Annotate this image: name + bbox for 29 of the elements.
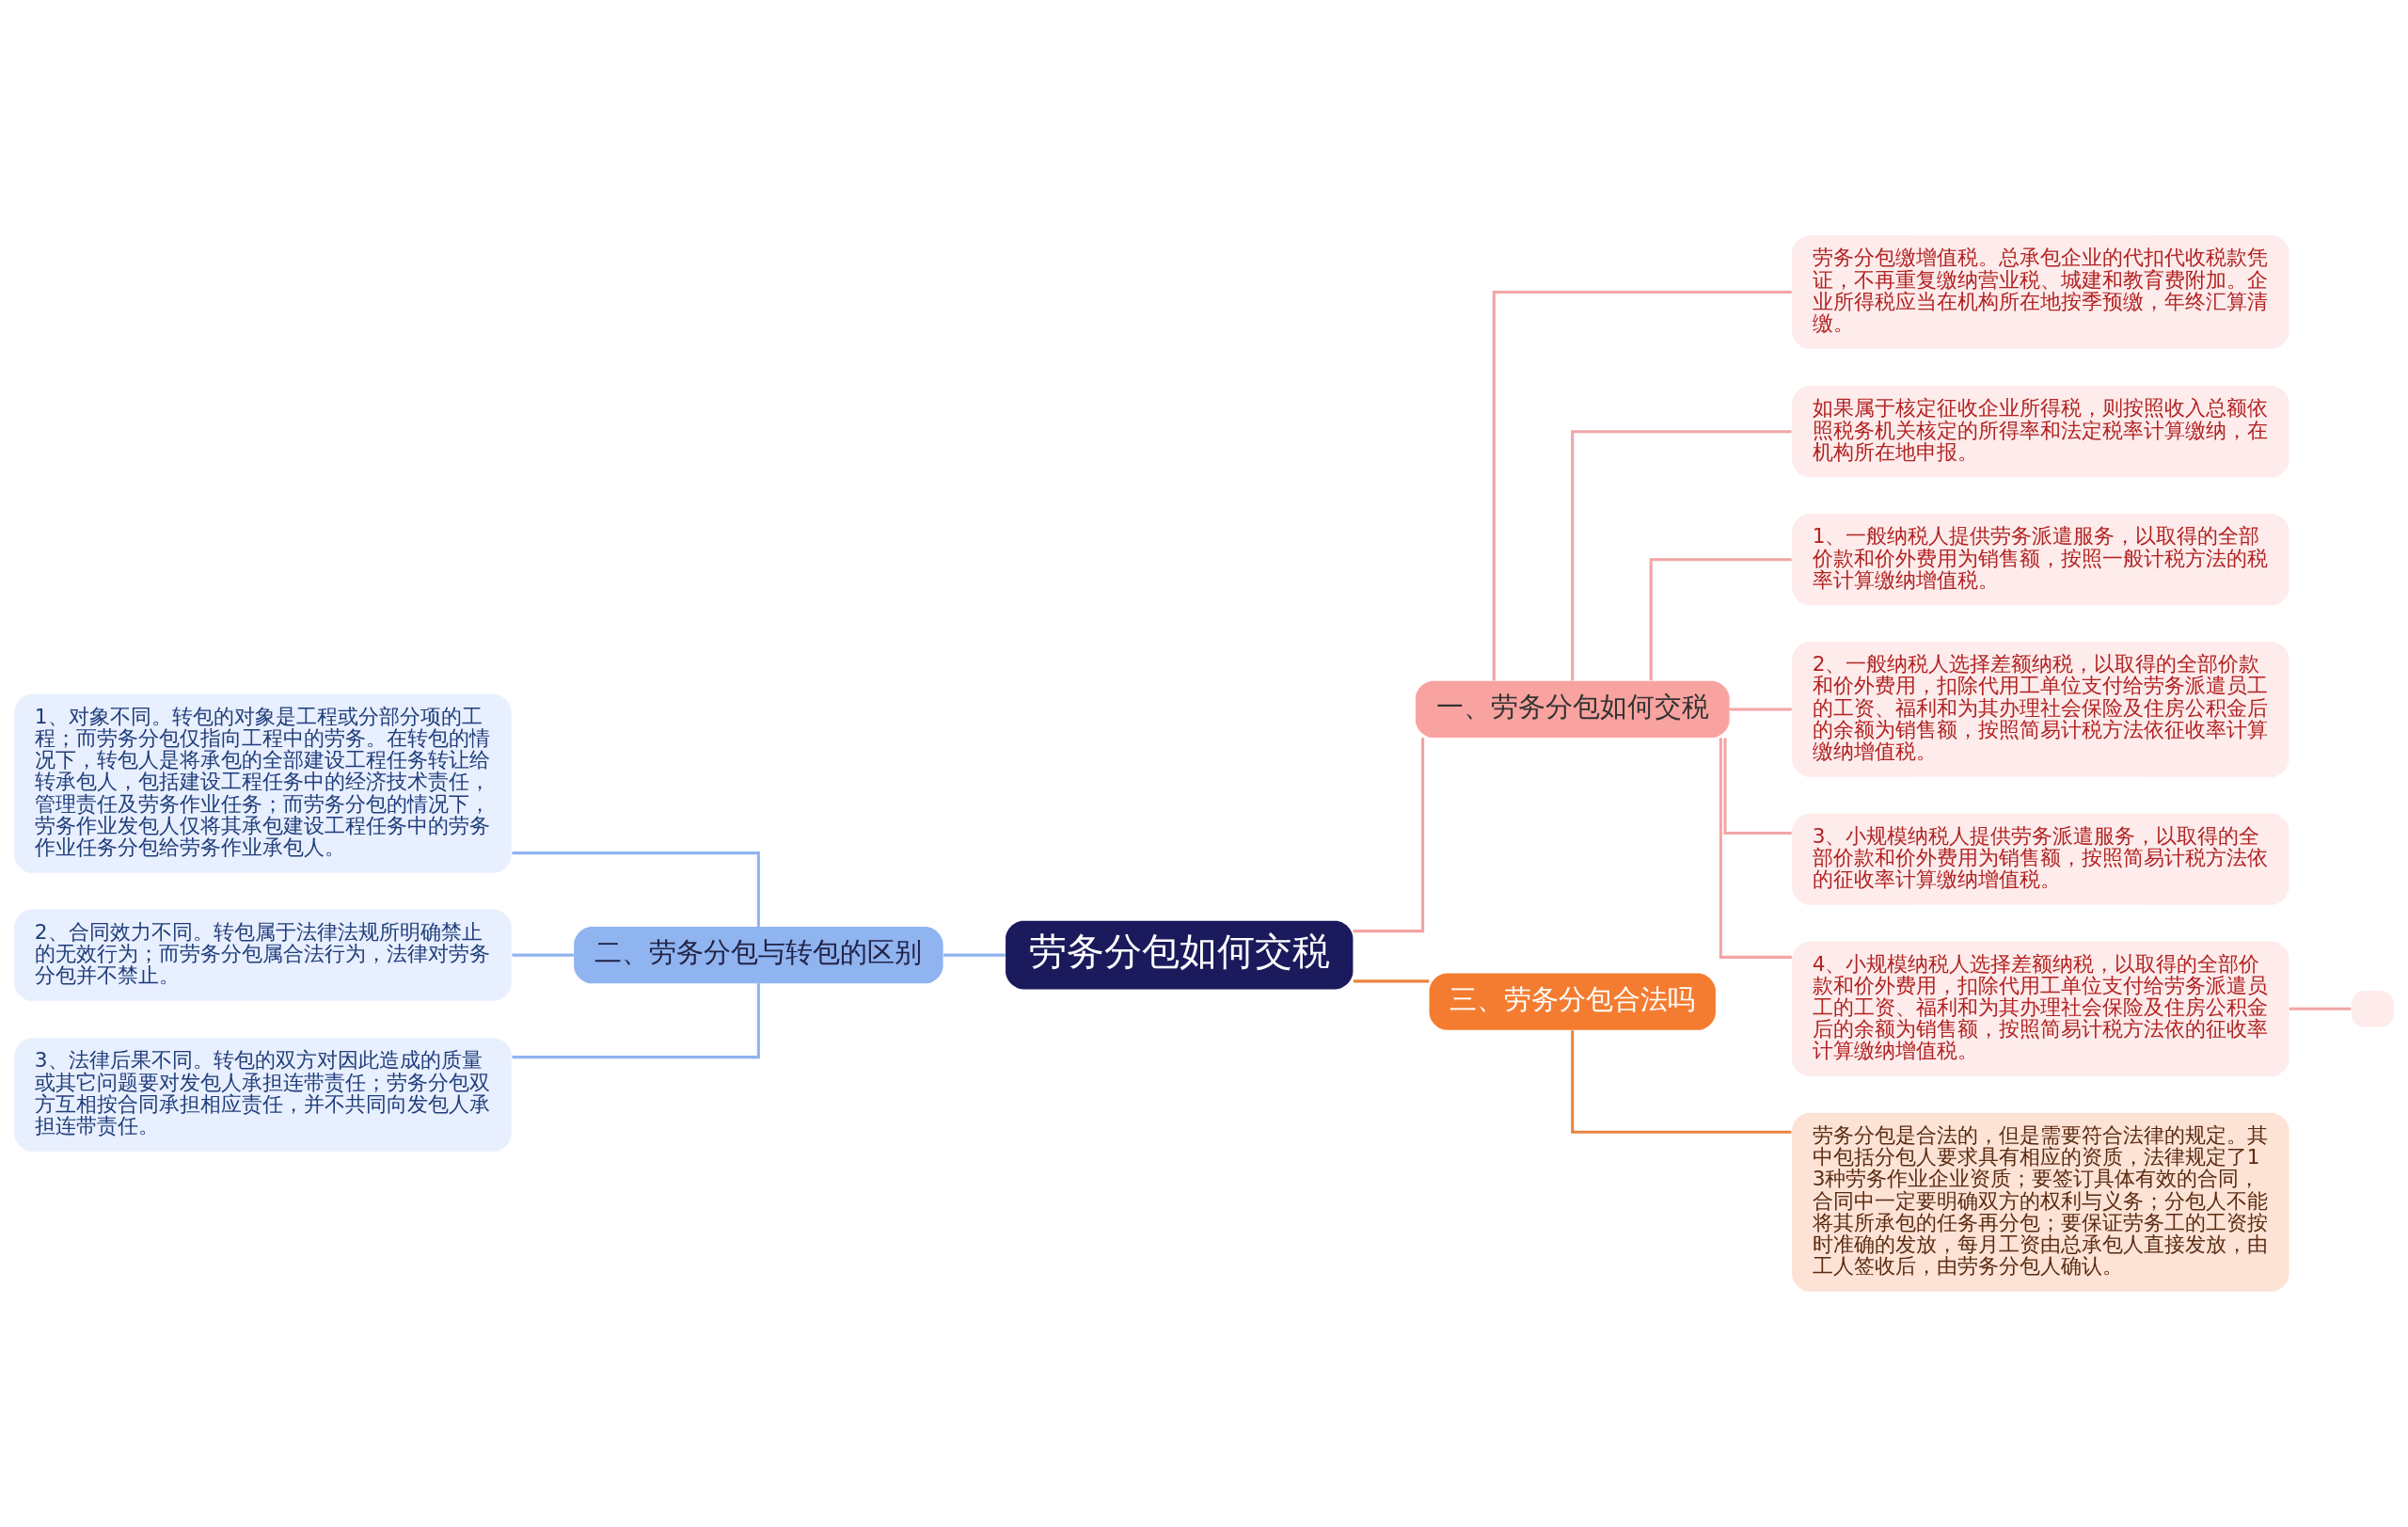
node-box: 2、一般纳税人选择差额纳税，以取得的全部价款和价外费用，扣除代用工单位支付给劳务派遣员工的工资、福利和为其办理社会保险及住房公积金后的余额为销售额，按照简易计税方法依征收率计算缴纳增值税。 — [1792, 642, 2289, 777]
node-box: 二、劳务分包与转包的区别 — [574, 926, 943, 984]
node-box: 3、法律后果不同。转包的双方对因此造成的质量或其它问题要对发包人承担连带责任；劳务分包双方互相按合同承担相应责任，并不共同向发包人承担连带责任。 — [14, 1038, 512, 1152]
connector — [512, 953, 574, 957]
connector — [1723, 738, 1792, 835]
connector — [1353, 979, 1430, 983]
node-box: 劳务分包如何交税 — [1006, 920, 1354, 990]
connector — [1729, 708, 1792, 711]
node-box: 如果属于核定征收企业所得税，则按照收入总额依照税务机关核定的所得率和法定税率计算缴纳，在机构所在地申报。 — [1792, 386, 2289, 478]
connector — [1719, 738, 1792, 959]
connector — [943, 953, 1006, 957]
connector — [1649, 558, 1792, 681]
node-box: 三、劳务分包合法吗 — [1429, 973, 1716, 1030]
connector — [512, 851, 760, 927]
node-box: 劳务分包缴增值税。总承包企业的代扣代收税款凭证，不再重复缴纳营业税、城建和教育费附加。企业所得税应当在机构所在地按季预缴，年终汇算清缴。 — [1792, 235, 2289, 349]
connector — [1492, 290, 1792, 681]
node-box: 一、劳务分包如何交税 — [1415, 680, 1730, 739]
node-box: 劳务分包是合法的，但是需要符合法律的规定。其中包括分包人要求具有相应的资质，法律规定了13种劳务作业企业资质；要签订具体有效的合同，合同中一定要明确双方的权利与义务；分包人不能将其所承包的任务再分包；要保证劳务工的工资按时准确的发放，每月工资由总承包人直接发放，由工人签收后，由劳务分包人确认。 — [1792, 1112, 2289, 1292]
connector — [2289, 1007, 2352, 1010]
node-box: 1、对象不同。转包的对象是工程或分部分项的工程；而劳务分包仅指向工程中的劳务。在转包的情况下，转包人是将承包的全部建设工程任务转让给转承包人，包括建设工程任务中的经济技术责任，管理责任及劳务作业任务；而劳务分包的情况下，劳务作业发包人仅将其承包建设工程任务中的劳务作业任务分包给劳务作业承包人。 — [14, 693, 512, 873]
connector — [512, 983, 760, 1059]
connector — [1571, 430, 1792, 681]
node-box: 2、合同效力不同。转包属于法律法规所明确禁止的无效行为；而劳务分包属合法行为，法律对劳务分包并不禁止。 — [14, 909, 512, 1001]
node-box: 3、小规模纳税人提供劳务派遣服务，以取得的全部价款和价外费用为销售额，按照简易计税方法依的征收率计算缴纳增值税。 — [1792, 813, 2289, 905]
node-box: 1、一般纳税人提供劳务派遣服务，以取得的全部价款和价外费用为销售额，按照一般计税方法的税率计算缴纳增值税。 — [1792, 514, 2289, 606]
connector — [1571, 1030, 1792, 1134]
node-box — [2352, 990, 2394, 1027]
connector — [1353, 738, 1425, 933]
node-box: 4、小规模纳税人选择差额纳税，以取得的全部价款和价外费用，扣除代用工单位支付给劳务派遣员工的工资、福利和为其办理社会保险及住房公积金后的余额为销售额，按照简易计税方法依的征收率计算缴纳增值税。 — [1792, 941, 2289, 1077]
